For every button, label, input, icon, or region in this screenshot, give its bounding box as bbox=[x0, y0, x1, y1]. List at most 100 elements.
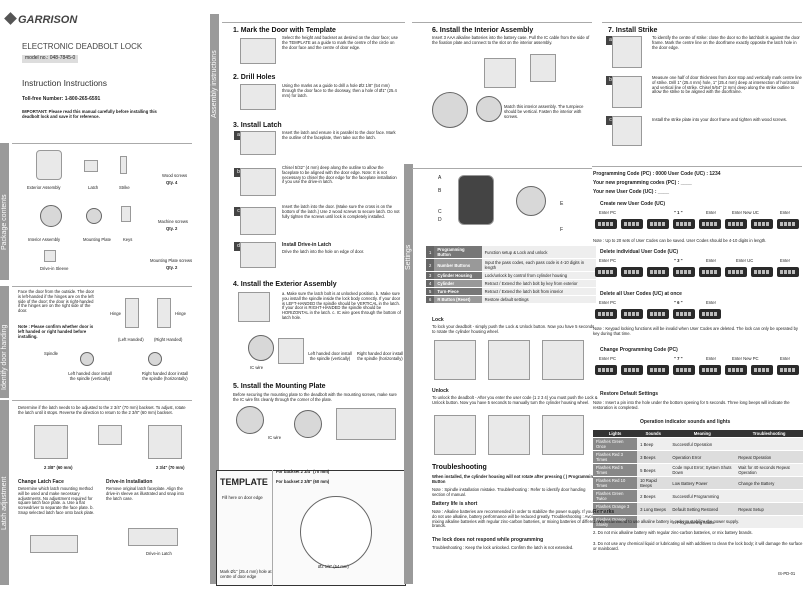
step2-image bbox=[240, 84, 276, 110]
step4-lh-label: Left handed door install the spindle (ve… bbox=[308, 351, 352, 361]
handing-note: Note : Please confirm whether door is le… bbox=[18, 324, 94, 339]
part-name: Turn-Piece bbox=[434, 287, 482, 296]
keypad-icon bbox=[647, 309, 669, 319]
indicator-cell: 3 Beeps bbox=[637, 450, 670, 464]
step3-b-marker: b bbox=[234, 168, 243, 177]
indicator-cell: Flashes Red 3 Times bbox=[593, 450, 638, 464]
remarks-title: Remarks bbox=[593, 509, 615, 515]
keypad-icon bbox=[647, 267, 669, 277]
step3-b-image bbox=[240, 168, 276, 196]
label-C: C bbox=[438, 209, 442, 215]
lock-image-3 bbox=[542, 340, 584, 380]
part-desc: Retract / Extend the latch bolt from int… bbox=[481, 287, 596, 296]
step3-d-image bbox=[240, 242, 276, 268]
step5-door-image bbox=[336, 408, 396, 440]
step4-image bbox=[238, 292, 270, 322]
template-b60: For backset 2 3/8" (60 mm) bbox=[276, 479, 330, 484]
drive-in-text: Remove original latch faceplate. Align t… bbox=[106, 486, 184, 501]
remark-3: 3. Do not use any chemical liquid or lub… bbox=[593, 541, 803, 551]
step7-b-marker: b bbox=[606, 76, 615, 85]
step7-a-image bbox=[612, 36, 642, 68]
spindle-label: Spindle bbox=[44, 351, 58, 356]
step4-rh-label: Right handed door install the spindle (h… bbox=[356, 351, 404, 361]
label-B: B bbox=[438, 188, 442, 194]
latch-adjust-image bbox=[98, 425, 122, 445]
step3-title: 3. Install Latch bbox=[233, 122, 282, 129]
indicator-cell: Flashes Orange 3 Times bbox=[593, 502, 638, 516]
create-enter-new-uc: Enter New UC bbox=[732, 210, 759, 215]
indicator-cell: Change the Battery bbox=[735, 476, 803, 490]
indicators-title: Operation indicator sounds and lights bbox=[640, 419, 731, 425]
indicator-cell: Repeat Operation bbox=[735, 450, 803, 464]
unlock-image-2 bbox=[488, 415, 530, 455]
step4-lock-image bbox=[248, 335, 274, 361]
step3-a-image bbox=[240, 131, 276, 155]
delete-all-enter: Enter bbox=[706, 300, 717, 305]
step7-b-text: Measure one half of door thickness from … bbox=[652, 75, 802, 95]
part-name: R Button (Reset) bbox=[434, 295, 482, 304]
step6-text: Insert 3 AAA alkaline batteries into the… bbox=[432, 35, 590, 45]
indicator-header: Meaning bbox=[669, 430, 736, 438]
drive-in-latch-image bbox=[128, 528, 178, 546]
unlock-title: Unlock bbox=[432, 388, 449, 394]
change-enter-pc: Enter PC bbox=[599, 356, 616, 361]
keypad-icon bbox=[647, 219, 669, 229]
lock-image-1 bbox=[434, 340, 476, 380]
remark-2: 2. Do not mix alkaline battery with regu… bbox=[593, 530, 753, 535]
latch-60-label: 2 3/8" (60 mm) bbox=[44, 465, 73, 470]
logo-mark-icon bbox=[4, 12, 17, 25]
indicator-cell: Flashes Orange Slowly bbox=[593, 515, 638, 529]
item-mounting-plate: Mounting Plate bbox=[83, 237, 111, 242]
latch-face-image bbox=[30, 535, 78, 553]
keypad-icon bbox=[751, 267, 773, 277]
template-title: TEMPLATE bbox=[220, 477, 268, 487]
step2-title: 2. Drill Holes bbox=[233, 74, 276, 81]
indicator-header: Sounds bbox=[637, 430, 670, 438]
step7-title: 7. Install Strike bbox=[608, 27, 658, 34]
spindle-lh-image bbox=[80, 352, 94, 366]
part-desc: Input the pass codes, each pass code is … bbox=[481, 258, 596, 272]
step3-c-text: Insert the latch into the door. (Make su… bbox=[282, 204, 400, 219]
latch-70-image bbox=[148, 425, 182, 459]
latch-60-image bbox=[34, 425, 68, 459]
step4-title: 4. Install the Exterior Assembly bbox=[233, 281, 337, 288]
unlock-image-3 bbox=[542, 415, 584, 455]
part-number: 5 bbox=[426, 287, 435, 296]
create-enter-pc: Enter PC bbox=[599, 210, 616, 215]
delete-enter-pc: Enter PC bbox=[599, 258, 616, 263]
codes-new-uc: Your new User Code (UC) : ____ bbox=[593, 189, 670, 195]
assembly-sidebar bbox=[210, 14, 219, 584]
change-latch-text: Determine which latch mounting method wi… bbox=[18, 486, 95, 516]
indicator-cell: Successful Programming bbox=[669, 489, 736, 503]
step7-c-image bbox=[612, 116, 642, 146]
indicator-cell: In Programming Mode bbox=[669, 515, 736, 529]
right-handed-label: (Right Handed) bbox=[154, 337, 183, 342]
brand-logo: GARRISON bbox=[4, 12, 77, 27]
keypad-icon bbox=[673, 267, 695, 277]
create-enter-2: Enter bbox=[780, 210, 791, 215]
lock-image-2 bbox=[488, 340, 530, 380]
keypad-icon bbox=[751, 365, 773, 375]
product-title: ELECTRONIC DEADBOLT LOCK bbox=[22, 42, 143, 51]
keypad-icon bbox=[621, 365, 643, 375]
keypad-icon bbox=[673, 219, 695, 229]
indicator-cell: Operation Error bbox=[669, 450, 736, 464]
change-latch-title: Change Latch Face bbox=[18, 479, 64, 485]
part-desc: Retract / Extend the latch bolt by key f… bbox=[481, 279, 596, 288]
part-number: 6 bbox=[426, 295, 435, 304]
settings-label: Settings bbox=[405, 244, 412, 270]
indicator-cell: Flashes Green Twice bbox=[593, 489, 638, 503]
template-edge: Fill here on door edge bbox=[222, 495, 263, 500]
indicator-cell: 3 Long Beeps bbox=[637, 502, 670, 516]
latch-70-label: 2 3/4" (70 mm) bbox=[156, 465, 185, 470]
restore-title: Restore Default Settings bbox=[600, 391, 659, 397]
drive-in-title: Drive-in Installation bbox=[106, 479, 153, 485]
keys-image bbox=[121, 206, 131, 222]
label-D: D bbox=[438, 217, 442, 223]
